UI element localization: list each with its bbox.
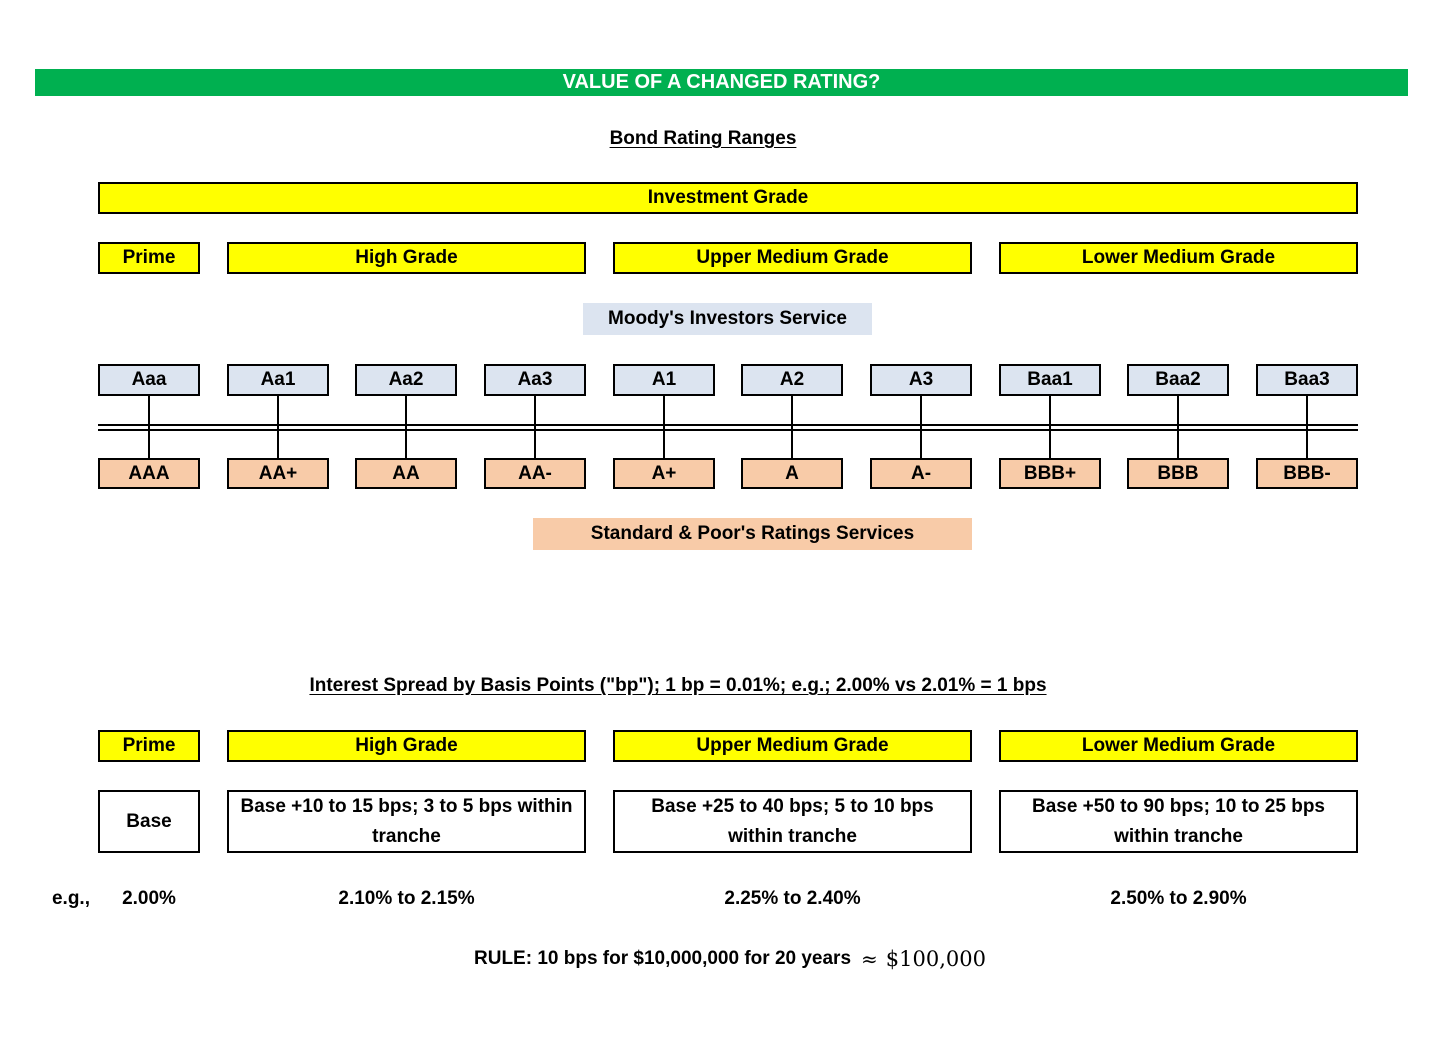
page-title: VALUE OF A CHANGED RATING? <box>562 71 881 93</box>
spread-grade-box-upper-medium: Upper Medium Grade <box>613 730 972 762</box>
moodys-rating-box: Baa1 <box>999 364 1101 396</box>
moodys-rating: Baa3 <box>1284 369 1330 390</box>
example-value: 2.50% to 2.90% <box>1110 888 1247 909</box>
connector-line <box>1306 396 1308 458</box>
example-value: 2.00% <box>122 888 176 909</box>
connector-line <box>148 396 150 458</box>
moodys-rating-box: Baa3 <box>1256 364 1358 396</box>
sp-rating-box: A <box>741 458 843 489</box>
rule-value: $100,000 <box>885 947 986 971</box>
moodys-rating: Baa2 <box>1155 369 1201 390</box>
sp-rating: AA+ <box>258 462 298 484</box>
sp-rating: BBB+ <box>1023 462 1077 484</box>
connector-line <box>534 396 536 458</box>
connector-line <box>405 396 407 458</box>
grade-label: Lower Medium Grade <box>1081 247 1276 268</box>
grade-label: Upper Medium Grade <box>696 735 889 756</box>
example-value: 2.25% to 2.40% <box>724 888 861 909</box>
sp-rating: A- <box>910 462 932 484</box>
sp-rating: BBB <box>1157 462 1199 484</box>
moodys-rating: Aa3 <box>517 369 553 390</box>
moodys-rating-box: A3 <box>870 364 972 396</box>
grade-label: High Grade <box>355 735 458 756</box>
spread-box-prime: Base <box>98 790 200 853</box>
moodys-label-box: Moody's Investors Service <box>583 303 872 335</box>
sp-rating-box: AAA <box>98 458 200 489</box>
rule-text: RULE: 10 bps for $10,000,000 for 20 year… <box>474 948 852 969</box>
title-bar: VALUE OF A CHANGED RATING? <box>35 69 1408 96</box>
grade-label: Prime <box>122 247 176 268</box>
moodys-rating: Baa1 <box>1027 369 1073 390</box>
investment-grade-box: Investment Grade <box>98 182 1358 214</box>
approx-symbol: ≈ <box>861 947 878 971</box>
sp-rating-box: A+ <box>613 458 715 489</box>
connector-line <box>1177 396 1179 458</box>
moodys-rating-box: Aaa <box>98 364 200 396</box>
divider-line <box>98 424 1358 426</box>
grade-box-lower-medium: Lower Medium Grade <box>999 242 1358 274</box>
spread-heading: Interest Spread by Basis Points ("bp"); … <box>309 675 1047 696</box>
grade-label: Prime <box>122 735 176 756</box>
sp-rating-box: AA- <box>484 458 586 489</box>
sp-rating-box: A- <box>870 458 972 489</box>
sp-rating: A <box>785 462 799 484</box>
moodys-rating: Aaa <box>131 369 167 390</box>
grade-box-upper-medium: Upper Medium Grade <box>613 242 972 274</box>
grade-box-high: High Grade <box>227 242 586 274</box>
connector-line <box>277 396 279 458</box>
grade-label: High Grade <box>355 247 458 268</box>
spread-grade-box-high: High Grade <box>227 730 586 762</box>
connector-line <box>1049 396 1051 458</box>
ranges-heading: Bond Rating Ranges <box>609 128 797 149</box>
connector-line <box>920 396 922 458</box>
rule-line: RULE: 10 bps for $10,000,000 for 20 year… <box>380 944 1080 974</box>
spread-text: Base +25 to 40 bps; 5 to 10 bps within t… <box>651 795 934 847</box>
connector-line <box>663 396 665 458</box>
example-label: e.g., <box>51 888 90 909</box>
grade-label: Upper Medium Grade <box>696 247 889 268</box>
grade-label: Lower Medium Grade <box>1081 735 1276 756</box>
moodys-rating: Aa1 <box>260 369 296 390</box>
sp-rating: BBB- <box>1283 462 1331 484</box>
sp-rating-box: BBB+ <box>999 458 1101 489</box>
sp-rating-box: BBB <box>1127 458 1229 489</box>
moodys-rating: A3 <box>908 369 934 390</box>
grade-box-prime: Prime <box>98 242 200 274</box>
sp-rating-box: AA+ <box>227 458 329 489</box>
moodys-label: Moody's Investors Service <box>608 308 847 329</box>
example-value: 2.10% to 2.15% <box>338 888 475 909</box>
spread-grade-box-prime: Prime <box>98 730 200 762</box>
divider-line <box>98 429 1358 431</box>
moodys-rating-box: Baa2 <box>1127 364 1229 396</box>
moodys-rating-box: Aa3 <box>484 364 586 396</box>
spread-box-lower-medium: Base +50 to 90 bps; 10 to 25 bps within … <box>999 790 1358 853</box>
sp-label-box: Standard & Poor's Ratings Services <box>533 518 972 550</box>
spread-text: Base +10 to 15 bps; 3 to 5 bps within tr… <box>240 795 573 847</box>
ranges-heading-wrap: Bond Rating Ranges <box>553 125 853 153</box>
sp-rating-box: AA <box>355 458 457 489</box>
moodys-rating-box: Aa2 <box>355 364 457 396</box>
moodys-rating: A2 <box>779 369 805 390</box>
sp-rating: A+ <box>651 462 677 484</box>
connector-line <box>791 396 793 458</box>
investment-grade-label: Investment Grade <box>647 187 809 208</box>
sp-rating: AAA <box>128 462 170 484</box>
spread-box-upper-medium: Base +25 to 40 bps; 5 to 10 bps within t… <box>613 790 972 853</box>
moodys-rating: A1 <box>651 369 677 390</box>
sp-rating: AA- <box>518 462 552 484</box>
sp-label: Standard & Poor's Ratings Services <box>590 523 915 544</box>
moodys-rating-box: Aa1 <box>227 364 329 396</box>
moodys-rating-box: A2 <box>741 364 843 396</box>
spread-heading-wrap: Interest Spread by Basis Points ("bp"); … <box>228 672 1128 700</box>
moodys-rating-box: A1 <box>613 364 715 396</box>
spread-grade-box-lower-medium: Lower Medium Grade <box>999 730 1358 762</box>
spread-text: Base +50 to 90 bps; 10 to 25 bps within … <box>1031 795 1326 847</box>
sp-rating-box: BBB- <box>1256 458 1358 489</box>
spread-box-high: Base +10 to 15 bps; 3 to 5 bps within tr… <box>227 790 586 853</box>
moodys-rating: Aa2 <box>388 369 424 390</box>
sp-rating: AA <box>392 462 420 484</box>
spread-text: Base <box>126 810 172 832</box>
